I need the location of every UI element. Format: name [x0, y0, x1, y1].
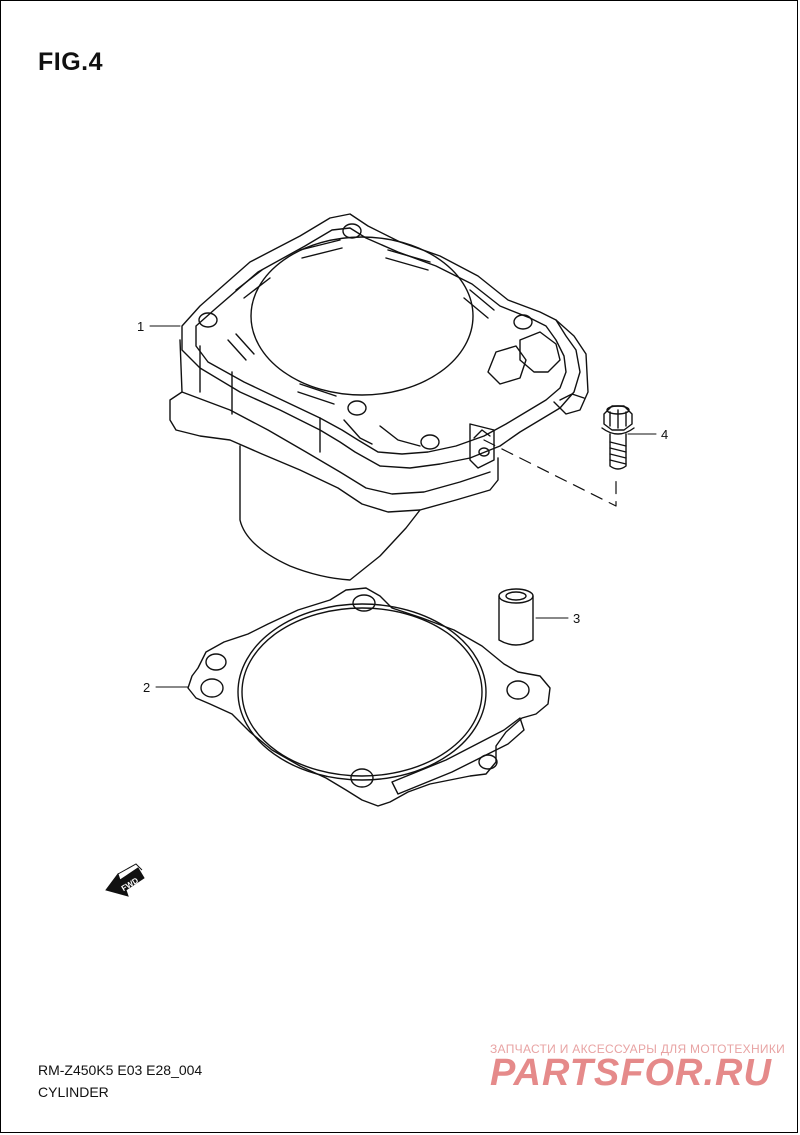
callout-4: 4 [661, 427, 668, 442]
assembly-line [483, 439, 617, 507]
diagram-caption: CYLINDER [38, 1084, 109, 1100]
figure-title: FIG.4 [38, 48, 104, 76]
watermark-tagline: ЗАПЧАСТИ И АКСЕССУАРЫ ДЛЯ МОТОТЕХНИКИ [490, 1042, 786, 1056]
callout-1: 1 [137, 319, 144, 334]
cylinder-part[interactable] [169, 213, 589, 581]
fwd-arrow-icon: FWD [105, 863, 145, 897]
callout-3: 3 [573, 611, 580, 626]
diagram-code: RM-Z450K5 E03 E28_004 [38, 1062, 203, 1078]
watermark-brand: PARTSFOR.RU [490, 1052, 772, 1094]
bolt-part[interactable] [601, 405, 635, 470]
callout-2: 2 [143, 680, 150, 695]
gasket-part[interactable] [187, 587, 551, 807]
dowel-pin-part[interactable] [498, 588, 534, 646]
